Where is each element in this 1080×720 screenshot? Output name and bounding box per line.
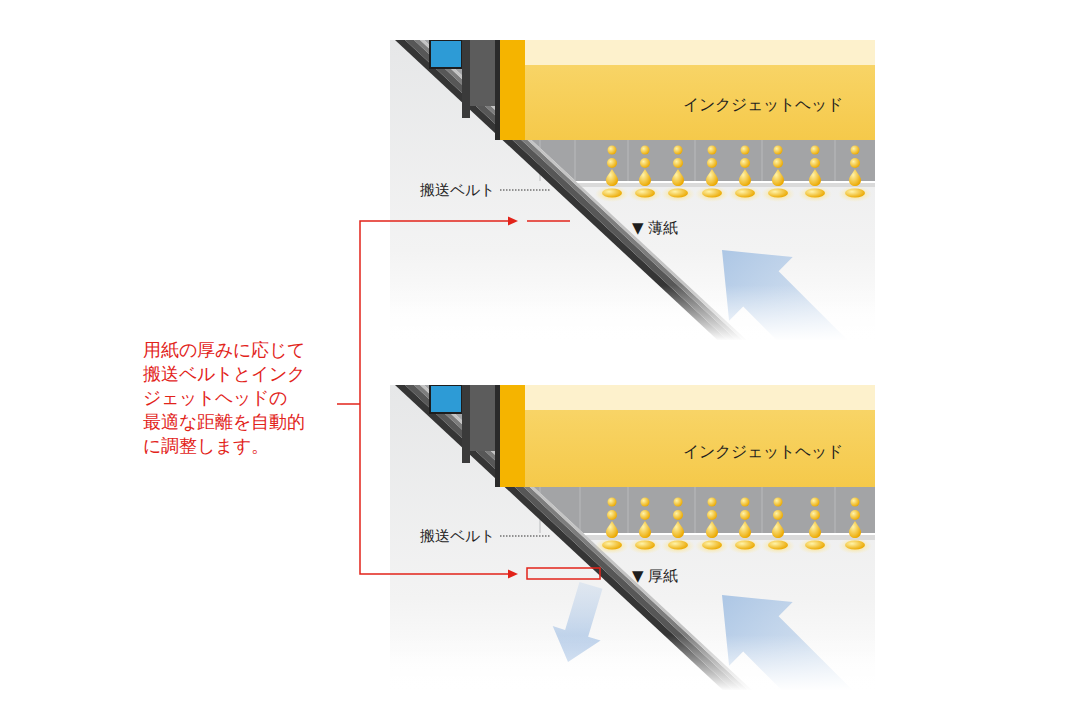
inkjet-head: インクジェットヘッド [500,385,875,487]
arrowhead [508,570,518,579]
paper-label: ▼ 厚紙 [632,566,678,586]
part-label: 搬送ベルト [420,180,495,200]
leader-line [500,536,551,537]
inkjet-head: インクジェットヘッド [500,40,875,140]
panel-thin [390,40,875,340]
part-label: 搬送ベルト [420,526,495,546]
head-label: インクジェットヘッド [683,442,843,462]
part-label-box: 搬送ベルト [420,180,495,200]
paper-label-box: ▼ 厚紙 [632,566,678,586]
callout-note-box: 用紙の厚みに応じて 搬送ベルトとインク ジェットヘッドの 最適な距離を自動的 に… [143,338,308,458]
part-label-box: 搬送ベルト [420,526,495,546]
paper-label: ▼ 薄紙 [632,218,678,238]
paper-label-box: ▼ 薄紙 [632,218,678,238]
callout-note: 用紙の厚みに応じて 搬送ベルトとインク ジェットヘッドの 最適な距離を自動的 に… [143,338,308,458]
arrowhead [508,217,518,226]
leader-line [500,190,550,191]
panel-thick [390,385,875,690]
head-label: インクジェットヘッド [683,95,843,115]
